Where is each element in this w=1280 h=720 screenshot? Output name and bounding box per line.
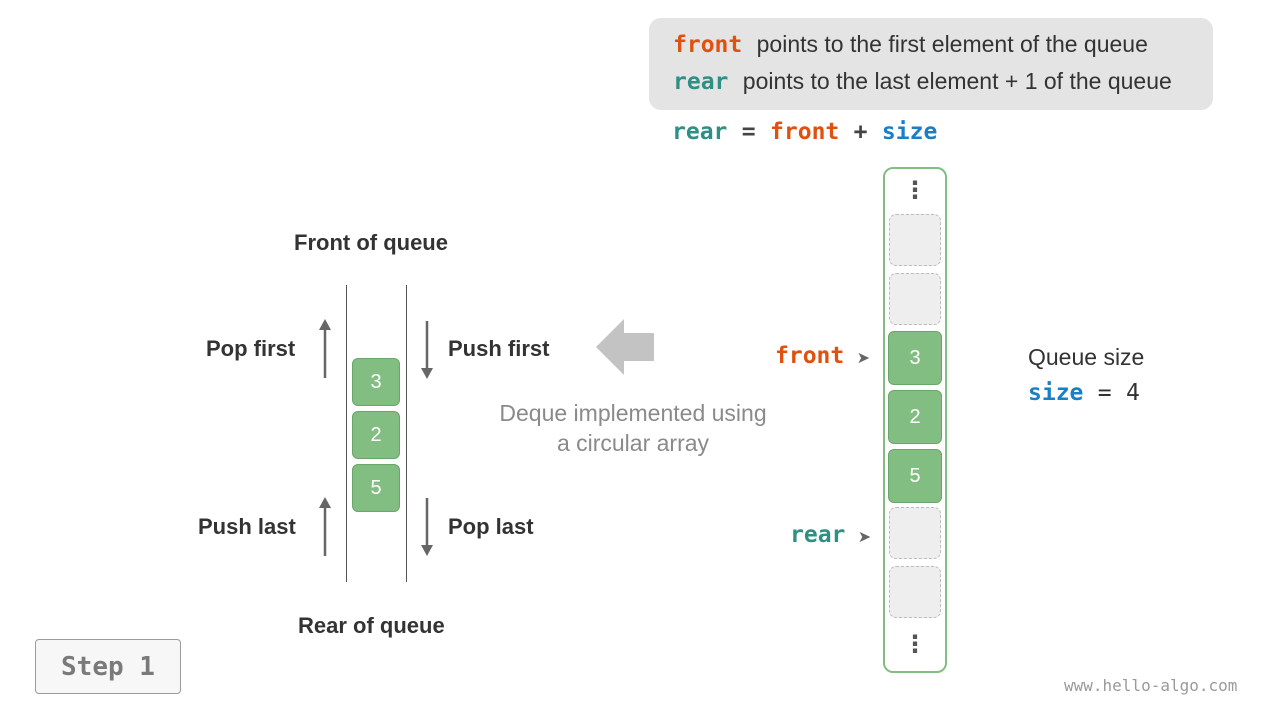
left-arrow-icon [596, 319, 654, 375]
deque-right-wall [406, 285, 407, 582]
caption-line-1: Deque implemented using [499, 400, 767, 426]
legend-front-keyword: front [673, 32, 743, 58]
front-pointer-label: front [775, 343, 845, 369]
legend-rear-keyword: rear [673, 69, 729, 95]
up-arrow-icon [319, 319, 331, 378]
queue-size-title: Queue size [1028, 344, 1145, 370]
front-pointer: front ➤ [775, 342, 870, 369]
legend-box: front points to the first element of the… [649, 18, 1213, 110]
legend-rear-text: points to the last element + 1 of the qu… [742, 68, 1172, 94]
pop-last-label: Pop last [448, 514, 534, 539]
pointer-arrow-icon: ➤ [857, 529, 872, 546]
pop-first-label: Pop first [206, 336, 296, 361]
caption-line-2: a circular array [556, 430, 710, 456]
rear-pointer-label: rear [790, 522, 846, 548]
down-arrow-icon [421, 321, 433, 379]
rear-formula: rear = front + size [672, 118, 937, 145]
up-arrow-icon [319, 497, 331, 556]
legend-rear-line: rear points to the last element + 1 of t… [673, 68, 1172, 95]
formula-size: size [881, 119, 938, 145]
step-indicator: Step 1 [35, 639, 181, 694]
queue-size-value: size = 4 [1028, 379, 1140, 406]
ellipsis-top-icon: ⋮ [903, 177, 927, 204]
size-equals: = [1097, 380, 1112, 406]
formula-rear: rear [672, 119, 728, 145]
array-slot-empty [889, 566, 941, 618]
size-keyword: size [1028, 380, 1084, 406]
deque-cell: 2 [352, 411, 400, 459]
rear-of-queue-label: Rear of queue [298, 613, 445, 638]
legend-front-text: points to the first element of the queue [756, 31, 1148, 57]
array-slot: 5 [888, 449, 942, 503]
formula-plus: + [853, 119, 868, 145]
watermark: www.hello-algo.com [1064, 676, 1238, 695]
deque-left-wall [346, 285, 347, 582]
deque-cell: 3 [352, 358, 400, 406]
rear-pointer: rear ➤ [790, 521, 871, 548]
front-of-queue-label: Front of queue [294, 230, 448, 255]
array-slot: 3 [888, 331, 942, 385]
array-slot-empty [889, 214, 941, 266]
size-number: 4 [1126, 380, 1140, 406]
push-last-label: Push last [198, 514, 296, 539]
deque-cell: 5 [352, 464, 400, 512]
array-slot-empty [889, 273, 941, 325]
down-arrow-icon [421, 498, 433, 556]
pointer-arrow-icon: ➤ [856, 350, 871, 367]
circular-array-frame [883, 167, 947, 673]
formula-front: front [770, 119, 840, 145]
formula-equals: = [741, 119, 756, 145]
array-slot-empty [889, 507, 941, 559]
diagram-caption: Deque implemented using a circular array [480, 398, 786, 458]
ellipsis-bottom-icon: ⋮ [903, 631, 927, 658]
array-slot: 2 [888, 390, 942, 444]
legend-front-line: front points to the first element of the… [673, 31, 1148, 58]
push-first-label: Push first [448, 336, 550, 361]
